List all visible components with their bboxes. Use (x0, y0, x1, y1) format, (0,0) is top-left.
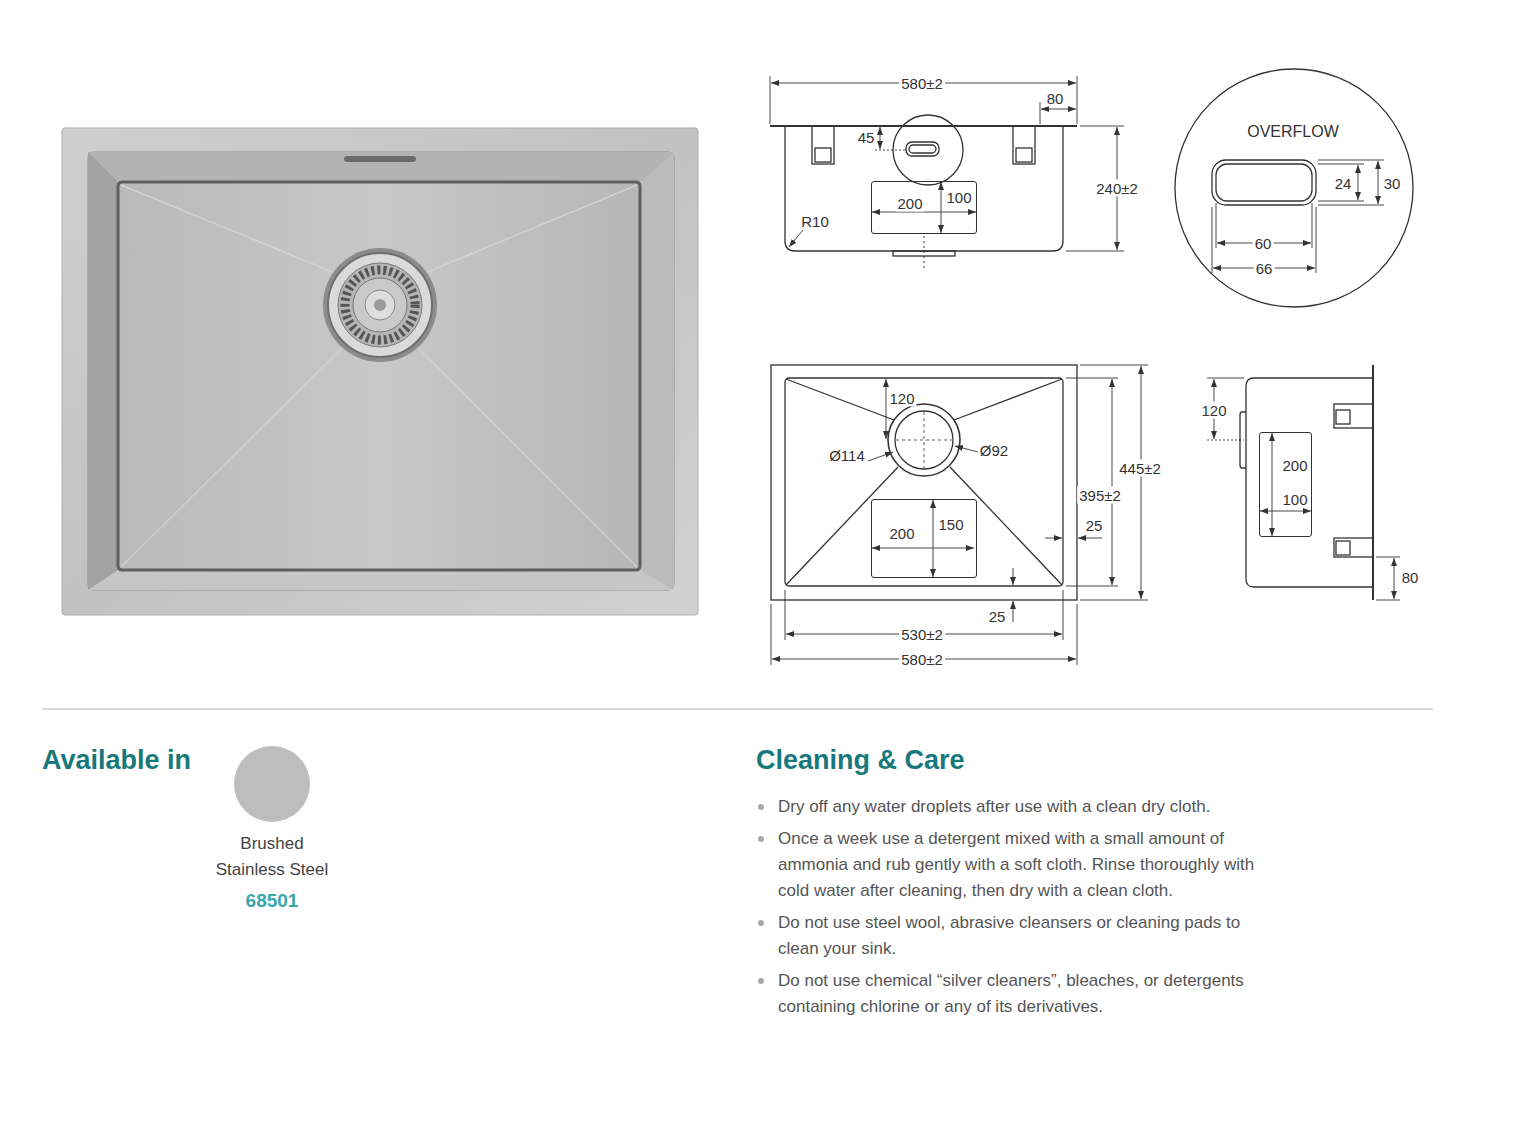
dimension-label: 200 (895, 195, 924, 212)
product-code: 68501 (246, 890, 299, 912)
dimension-label: 120 (1199, 402, 1228, 419)
dimension-label: 100 (1280, 491, 1309, 508)
care-instruction: Do not use chemical “silver cleaners”, b… (778, 968, 1278, 1020)
dimension-label: 30 (1382, 175, 1403, 192)
dimension-label: 395±2 (1077, 487, 1123, 504)
color-swatch (234, 746, 310, 822)
dimension-label: 60 (1253, 235, 1274, 252)
dimension-label: Ø114 (827, 447, 867, 464)
dimension-label: 530±2 (899, 626, 945, 643)
dimension-label: R10 (799, 213, 831, 230)
dimension-label: 445±2 (1117, 460, 1163, 477)
dimension-label: 25 (1084, 517, 1105, 534)
finish-name: Brushed Stainless Steel (206, 831, 338, 883)
care-instruction: Once a week use a detergent mixed with a… (778, 826, 1278, 904)
care-instruction: Dry off any water droplets after use wit… (778, 794, 1278, 820)
sink-photo (62, 128, 698, 615)
detail-title: OVERFLOW (1245, 123, 1341, 140)
cutout-box: 200 100 (871, 181, 977, 234)
front-view (770, 76, 1124, 268)
bullet-dot (758, 804, 764, 810)
dimension-label: 150 (936, 516, 965, 533)
dimension-label: 80 (1400, 569, 1421, 586)
dimension-label: 200 (1280, 457, 1309, 474)
dimension-label: 45 (856, 129, 877, 146)
dimension-label: 25 (987, 608, 1008, 625)
section-heading: Cleaning & Care (756, 743, 965, 777)
detail-outline (1174, 68, 1414, 308)
cutout-box: 200 150 (871, 499, 977, 578)
dimension-label: 240±2 (1094, 180, 1140, 197)
cutout-box: 200 100 (1259, 432, 1312, 537)
dimension-label: 120 (887, 390, 916, 407)
bullet-dots (758, 804, 764, 984)
overflow-detail-circle: OVERFLOW 24 30 60 66 (1174, 68, 1414, 308)
divider (42, 708, 1433, 710)
dimension-label: 24 (1333, 175, 1354, 192)
dimension-label: 66 (1254, 260, 1275, 277)
dimension-label: 200 (887, 525, 916, 542)
dimension-label: 100 (944, 189, 973, 206)
dimension-label: 580±2 (899, 75, 945, 92)
top-view (771, 365, 1148, 665)
bullet-dot (758, 978, 764, 984)
bullet-dot (758, 836, 764, 842)
care-instruction: Do not use steel wool, abrasive cleanser… (778, 910, 1278, 962)
dimension-label: 580±2 (899, 651, 945, 668)
dimension-label: 80 (1045, 90, 1066, 107)
bullet-dot (758, 920, 764, 926)
section-heading: Available in (42, 743, 191, 777)
dimension-label: Ø92 (978, 442, 1010, 459)
side-view (1207, 365, 1400, 600)
